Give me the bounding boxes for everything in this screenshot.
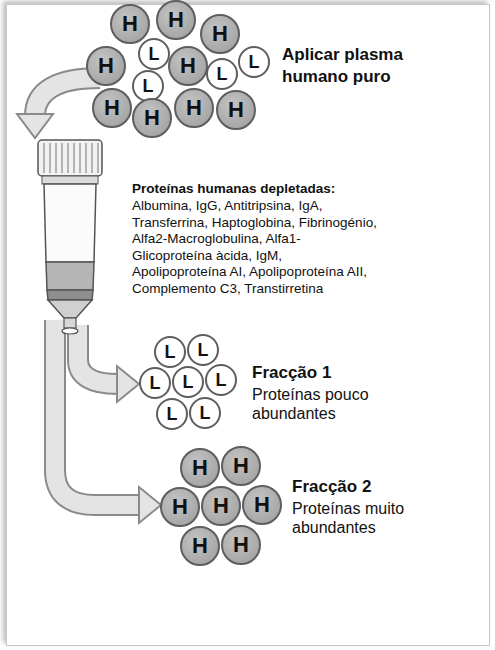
protein-letter: L	[216, 371, 227, 389]
protein-list-box: Albumina, IgG, Antitripsina, IgA, Transf…	[132, 198, 377, 297]
low-abundance-protein-circle: L	[154, 336, 186, 368]
abundant-protein-circle: H	[92, 88, 132, 128]
protein-letter: H	[228, 99, 244, 121]
protein-letter: H	[254, 494, 270, 516]
low-abundance-protein-circle: L	[238, 46, 270, 78]
protein-letter: H	[98, 55, 114, 77]
fraction-description: Proteínas pouco abundantes	[252, 385, 412, 423]
low-abundance-protein-circle: L	[206, 58, 238, 90]
protein-letter: H	[212, 23, 228, 45]
fraction-title-box: Fracção 1	[252, 362, 452, 383]
protein-letter: H	[186, 97, 202, 119]
protein-letter: H	[168, 9, 184, 31]
low-abundance-protein-circle: L	[189, 397, 221, 429]
abundant-protein-circle: H	[221, 446, 261, 486]
protein-letter: L	[150, 374, 161, 392]
abundant-protein-circle: H	[221, 525, 261, 565]
low-abundance-protein-circle: L	[156, 398, 188, 430]
abundant-protein-circle: H	[216, 90, 256, 130]
list-heading-box: Proteínas humanas depletadas:	[132, 180, 472, 197]
protein-letter: H	[192, 457, 208, 479]
abundant-protein-circle: H	[132, 98, 172, 138]
list-heading: Proteínas humanas depletadas:	[132, 180, 472, 197]
protein-letter: H	[144, 107, 160, 129]
abundant-protein-circle: H	[242, 485, 282, 525]
depletion-column	[38, 140, 102, 334]
protein-letter: H	[104, 97, 120, 119]
flow-arrows	[17, 78, 161, 523]
abundant-protein-circle: H	[110, 4, 150, 44]
protein-letter: L	[165, 343, 176, 361]
abundant-protein-circle: H	[156, 0, 196, 40]
protein-letter: H	[233, 534, 249, 556]
protein-letter: H	[180, 55, 196, 77]
low-abundance-protein-circle: L	[139, 367, 171, 399]
protein-letter: H	[122, 13, 138, 35]
step-label-box: Aplicar plasma humano puro	[282, 44, 472, 88]
protein-letter: H	[172, 496, 188, 518]
fraction-description: Proteínas muito abundantes	[292, 499, 452, 537]
protein-letter: L	[200, 404, 211, 422]
protein-letter: H	[233, 455, 249, 477]
abundant-protein-circle: H	[168, 46, 208, 86]
protein-letter: L	[143, 77, 154, 95]
fraction-description-box: Proteínas pouco abundantes	[252, 385, 412, 423]
fraction-title-box: Fracção 2	[292, 476, 472, 497]
abundant-protein-circle: H	[180, 448, 220, 488]
abundant-protein-circle: H	[201, 486, 241, 526]
low-abundance-protein-circle: L	[132, 70, 164, 102]
protein-letter: H	[192, 535, 208, 557]
protein-letter: L	[149, 45, 160, 63]
protein-letter: L	[217, 65, 228, 83]
abundant-protein-circle: H	[86, 46, 126, 86]
protein-letter: L	[249, 53, 260, 71]
fraction-description-box: Proteínas muito abundantes	[292, 499, 452, 537]
fraction-title: Fracção 2	[292, 476, 472, 497]
low-abundance-protein-circle: L	[138, 38, 170, 70]
low-abundance-protein-circle: L	[205, 364, 237, 396]
step-label: Aplicar plasma humano puro	[282, 44, 472, 88]
abundant-protein-circle: H	[200, 14, 240, 54]
protein-letter: L	[183, 373, 194, 391]
protein-letter: L	[198, 341, 209, 359]
protein-letter: H	[213, 495, 229, 517]
protein-letter: L	[167, 405, 178, 423]
abundant-protein-circle: H	[160, 487, 200, 527]
abundant-protein-circle: H	[180, 526, 220, 566]
abundant-protein-circle: H	[174, 88, 214, 128]
protein-list: Albumina, IgG, Antitripsina, IgA, Transf…	[132, 198, 377, 297]
low-abundance-protein-circle: L	[187, 334, 219, 366]
fraction-title: Fracção 1	[252, 362, 452, 383]
low-abundance-protein-circle: L	[172, 366, 204, 398]
